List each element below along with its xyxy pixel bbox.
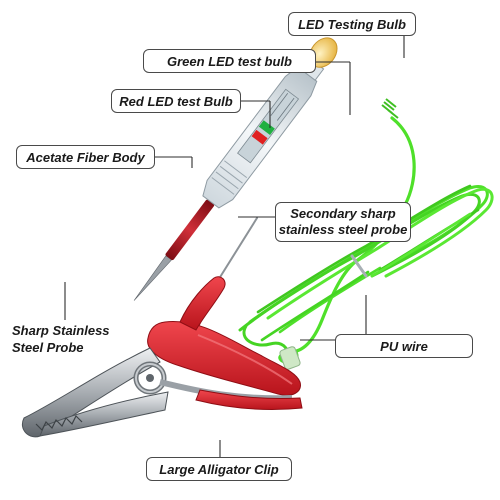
leader-lines [64,23,405,458]
label-pu-wire: PU wire [335,334,473,358]
label-secondary-probe-line1: Secondary sharp [290,206,396,221]
strain-relief-spring [381,98,399,119]
label-sharp-probe-line1: Sharp Stainless [12,323,110,338]
wire-ferrule [279,346,301,370]
tester-pen [133,37,338,301]
label-secondary-probe-line2: stainless steel probe [278,222,408,237]
label-led-testing-bulb: LED Testing Bulb [288,12,416,36]
label-secondary-probe: Secondary sharp stainless steel probe [275,202,411,242]
label-red-led: Red LED test Bulb [111,89,241,113]
label-acetate-body: Acetate Fiber Body [16,145,155,169]
steel-tip [133,255,172,301]
red-shaft [165,199,215,261]
label-sharp-probe-line2: Steel Probe [12,340,84,355]
red-led [251,129,268,145]
label-alligator-clip: Large Alligator Clip [146,457,292,481]
label-sharp-probe: Sharp Stainless Steel Probe [12,322,132,356]
alligator-clip [22,276,303,438]
label-green-led: Green LED test bulb [143,49,316,73]
green-led [258,120,275,136]
